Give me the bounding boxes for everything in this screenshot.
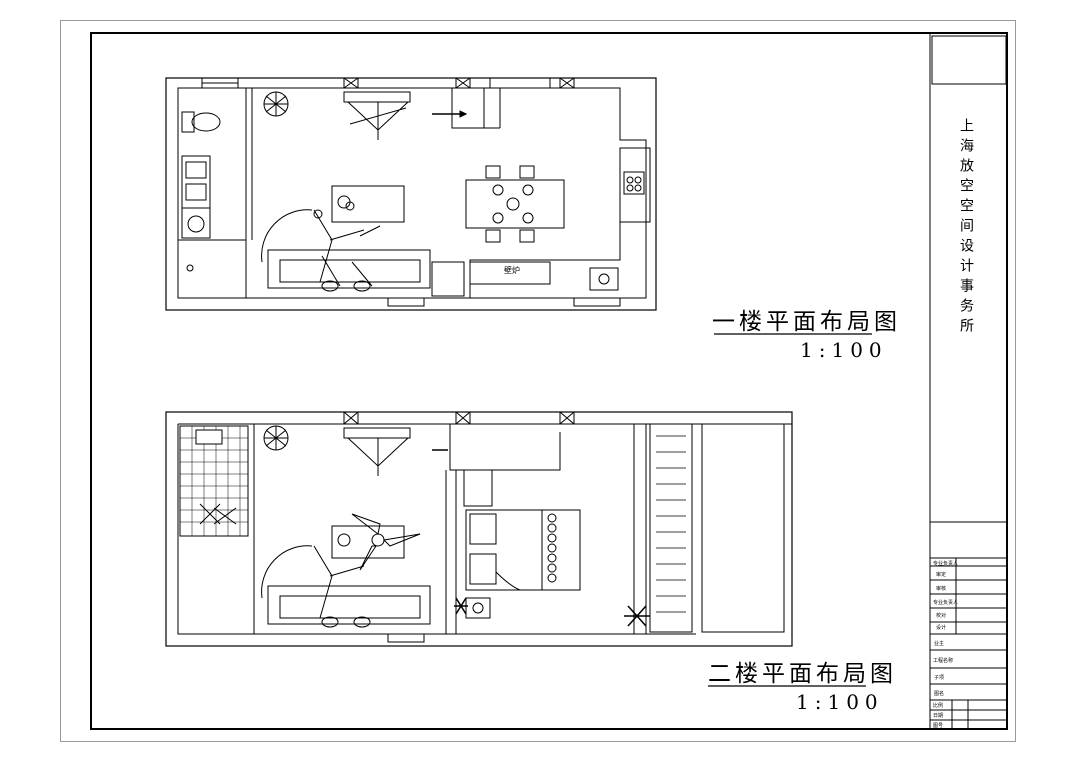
tb-row-label: 设计	[936, 625, 947, 631]
tb-row-label: 审定	[936, 572, 947, 578]
floor2-scale: 1:100	[796, 690, 884, 714]
tb-row-label: 审核	[936, 586, 947, 592]
tb-info-label: 业主	[934, 641, 945, 647]
plant-icon	[263, 91, 289, 117]
floor2-title: 二楼平面布局图	[708, 661, 897, 687]
sheet-border	[60, 20, 1016, 742]
drawing-frame	[90, 32, 1008, 730]
floor1-scale: 1:100	[800, 338, 888, 362]
floor1-plan	[165, 77, 657, 311]
ceiling-fan-icon	[351, 513, 421, 571]
bed-pattern	[547, 513, 557, 583]
floor2-plan	[165, 411, 793, 647]
tb-info-label: 图名	[934, 691, 945, 697]
floor1-title: 一楼平面布局图	[712, 309, 901, 335]
tb-row-label: 专业负责人	[933, 561, 959, 567]
tb-bottom-label: 比例	[933, 703, 944, 709]
closet-hangers	[656, 435, 686, 613]
fireplace-label: 壁炉	[504, 266, 520, 275]
plant-icon	[263, 425, 289, 451]
plant-icon	[454, 597, 650, 627]
tb-bottom-label: 日期	[933, 713, 944, 719]
title-block-lines	[929, 34, 1007, 730]
firm-name: 上海放空空间设计事务所	[958, 118, 974, 338]
tb-row-label: 专业负责人	[933, 600, 959, 606]
tb-info-label: 工程名称	[933, 658, 954, 664]
tb-info-label: 子项	[934, 675, 945, 681]
tb-bottom-label: 图号	[933, 723, 944, 729]
tb-row-label: 校对	[936, 613, 947, 619]
flower-icon	[337, 195, 355, 211]
